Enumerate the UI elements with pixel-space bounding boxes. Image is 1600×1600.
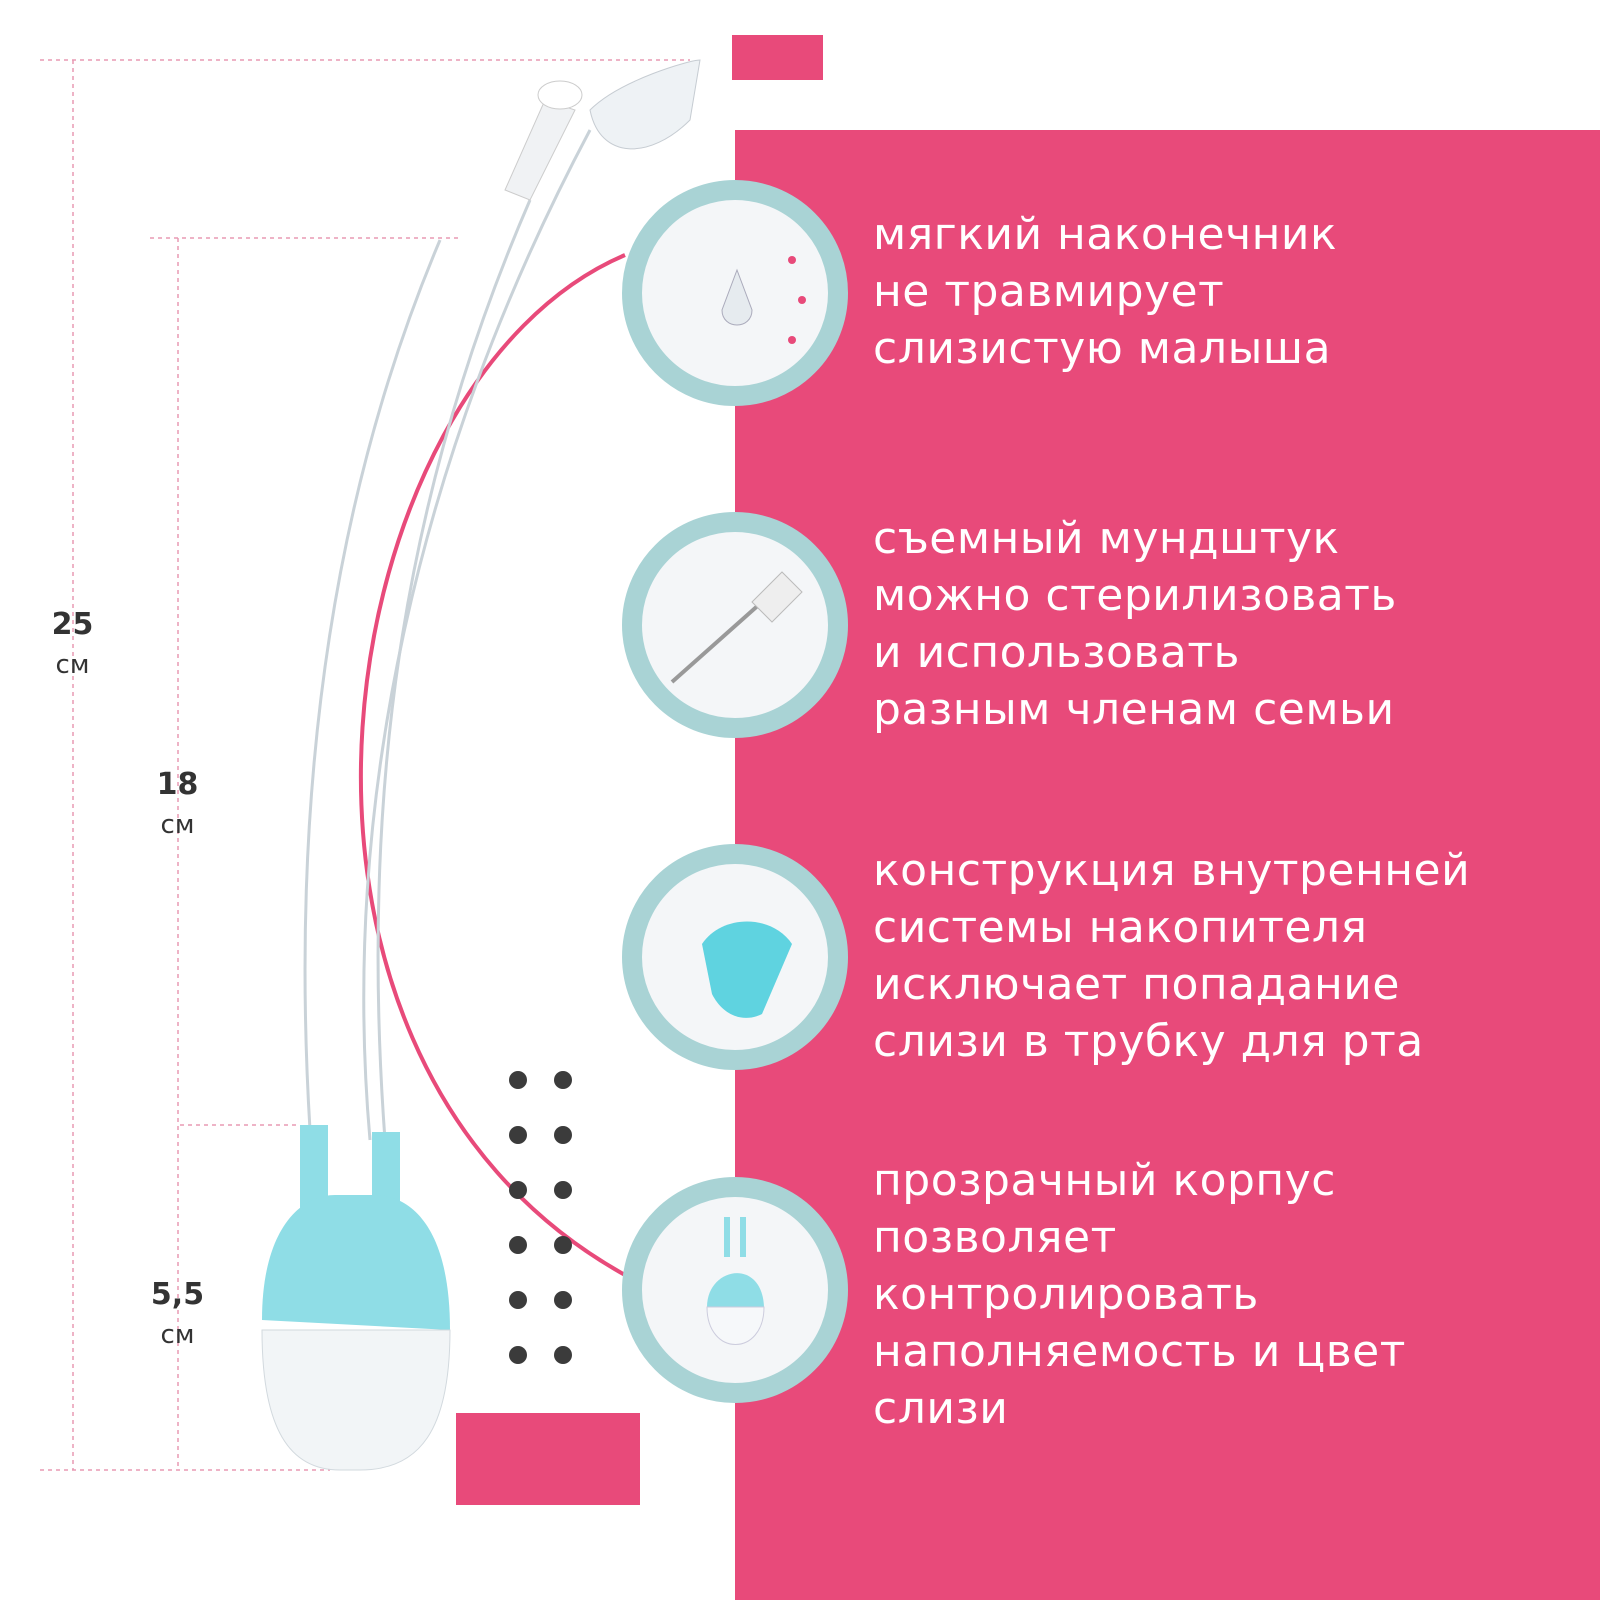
feature-image-soft-tip xyxy=(622,180,848,406)
feature-text-filter: конструкция внутренней системы накопител… xyxy=(873,845,1471,1067)
feature-image-transparent-body xyxy=(622,1177,848,1403)
feature-text-mouthpiece: съемный мундштук можно стерилизовать и и… xyxy=(873,513,1397,735)
feature-text-soft-tip: мягкий наконечник не травмирует слизисту… xyxy=(873,209,1338,374)
connector-arc xyxy=(358,253,626,1277)
feature-image-filter xyxy=(622,844,848,1070)
dimension-lines xyxy=(40,59,690,1471)
decorative-pink-block xyxy=(732,35,823,80)
feature-image-mouthpiece xyxy=(622,512,848,738)
feature-text-transparent-body: прозрачный корпус позволяет контролирова… xyxy=(873,1155,1406,1434)
pink-background-panel xyxy=(735,130,1600,1600)
decorative-pink-block xyxy=(456,1413,640,1505)
